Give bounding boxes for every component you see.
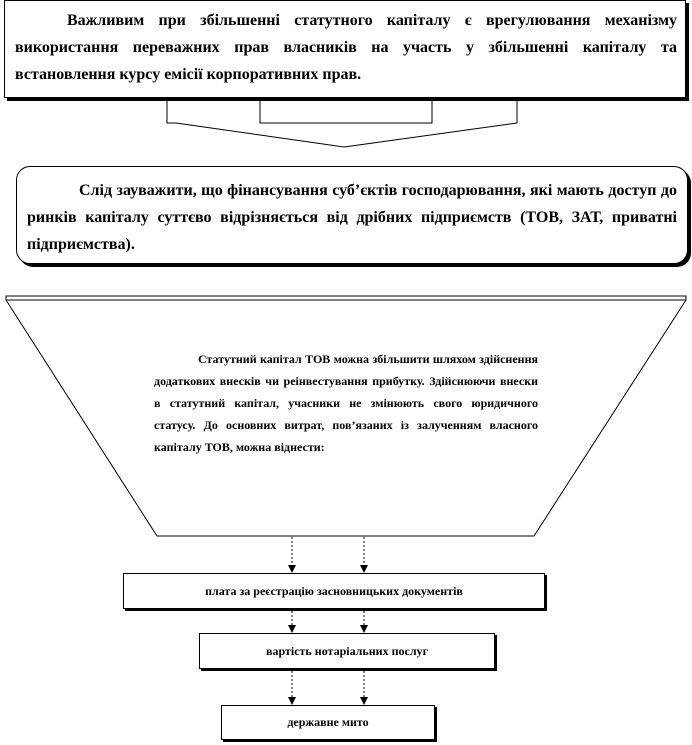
capital-increase-text: Важливим при збільшенні статутного капіт… [15,12,677,83]
cost-state-duty-box: державне мито [221,705,435,740]
arrow-cost-2-to-cost-3-left [288,671,296,705]
financing-note-box: Слід зауважити, що фінансування суб’єкті… [16,166,688,264]
financing-note-text: Слід зауважити, що фінансування суб’єкті… [27,182,677,253]
funnel-text: Статутний капітал ТОВ можна збільшити шл… [154,352,538,454]
arrow-cost-1-to-cost-2-left [288,611,296,633]
arrow-cost-1-to-cost-2-right [360,611,368,633]
cost-registration-label: плата за реєстрацію засновницьких докуме… [205,583,463,598]
arrow-cost-2-to-cost-3-right [360,671,368,705]
arrow-funnel-to-cost-1-right [360,537,368,573]
capital-increase-box: Важливим при збільшенні статутного капіт… [4,0,686,98]
cost-registration-box: плата за реєстрацію засновницьких докуме… [123,573,545,609]
cost-notary-label: вартість нотаріальних послуг [265,643,429,658]
cost-notary-box: вартість нотаріальних послуг [199,633,495,669]
arrow-funnel-to-cost-1-left [288,537,296,573]
cost-state-duty-label: державне мито [287,715,369,729]
block-arrow-down [166,96,518,148]
